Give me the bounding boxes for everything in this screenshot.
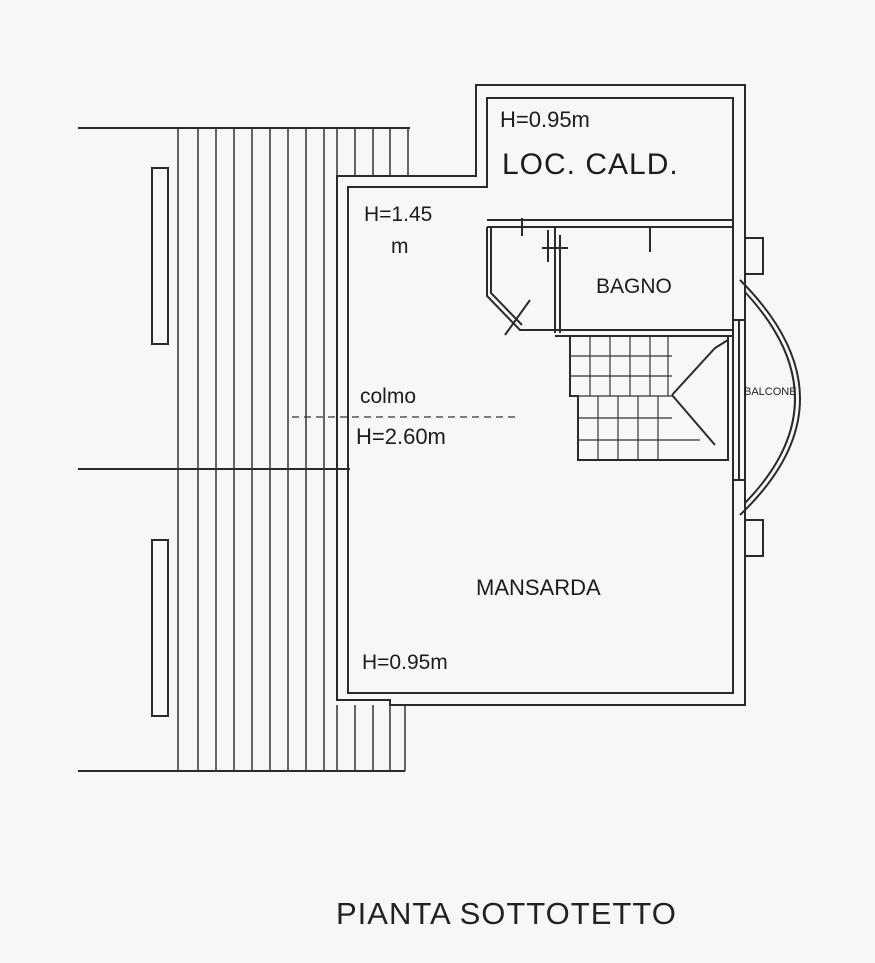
skylight-upper [151, 167, 169, 345]
mansarda-height-mid-unit: m [391, 235, 409, 258]
ridge-label: colmo [360, 385, 417, 408]
outer-wall [336, 84, 746, 706]
bath-wall-angled-inner [490, 227, 523, 326]
inner-wall [347, 97, 734, 694]
balcony-arc [739, 279, 801, 516]
stair-treads [570, 336, 700, 460]
roof-battens [177, 128, 409, 771]
pillar-bottom [744, 519, 764, 557]
plan-title: PIANTA SOTTOTETTO [336, 896, 677, 931]
pillar-top [744, 237, 764, 275]
balcony-arc-inner [744, 291, 796, 504]
door-mark [504, 299, 531, 336]
mansarda-label: MANSARDA [476, 575, 601, 600]
bath-wall-angled [486, 227, 555, 331]
stair-landing [671, 339, 729, 446]
skylight-lower [151, 539, 169, 717]
staircase [569, 335, 729, 461]
bathroom-label: BAGNO [596, 275, 672, 298]
mansarda-height-mid: H=1.45 [364, 203, 433, 226]
balcony-label: BALCONE [744, 386, 797, 398]
boiler-room-label: LOC. CALD. [502, 148, 679, 181]
boiler-room-height: H=0.95m [500, 107, 590, 132]
ridge-height: H=2.60m [356, 424, 446, 449]
mansarda-height-low: H=0.95m [362, 651, 448, 674]
